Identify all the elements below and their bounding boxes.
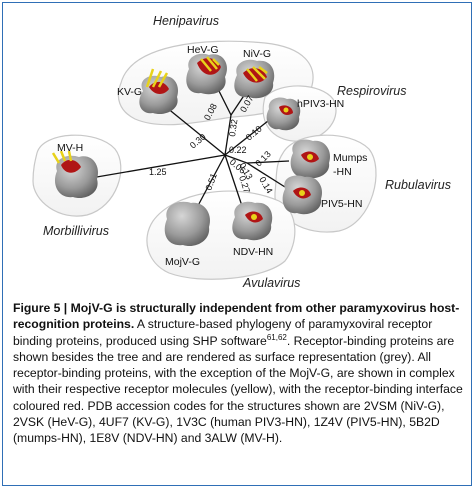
label-mojv-g: MojV-G (165, 256, 200, 268)
branch-label-0-30: 0.30 (188, 132, 208, 151)
label-respirovirus: Respirovirus (337, 84, 406, 98)
figure-caption: Figure 5 | MojV-G is structurally indepe… (13, 300, 465, 447)
branch-label-0-32: 0.32 (227, 119, 239, 138)
structure-hpiv3-hn (266, 97, 301, 131)
branch-ndv-hn (224, 154, 244, 210)
branch-hev-g (216, 86, 232, 116)
label-henipavirus: Henipavirus (153, 14, 219, 28)
branch-kv-g (160, 102, 226, 156)
label-mumps-hn-line1: Mumps (333, 152, 367, 164)
branch-piv5-hn (246, 162, 286, 188)
structure-mumps-hn (290, 139, 331, 179)
branch-mv-h (84, 154, 226, 180)
branch-heniv-stem (224, 114, 232, 156)
label-niv-g: NiV-G (243, 48, 271, 60)
label-mv-h: MV-H (57, 142, 83, 154)
label-mumps-hn-line2: -HN (333, 166, 352, 178)
label-rubulavirus: Rubulavirus (385, 178, 451, 192)
label-morbillivirus: Morbillivirus (43, 224, 109, 238)
caption-text-part2: . Receptor-binding proteins are shown be… (13, 333, 463, 446)
structure-mv-h (51, 150, 99, 199)
branch-hpiv3-hn (224, 116, 274, 156)
structure-hev-g (186, 53, 228, 95)
branch-label-0-13a: 0.13 (253, 149, 272, 168)
structure-piv5-hn (282, 175, 323, 215)
label-piv5-hn: PIV5-HN (321, 198, 362, 210)
caption-figure-title: MojV-G is structurally independent from … (13, 301, 460, 332)
structure-ndv-hn (232, 201, 273, 241)
structure-kv-g (139, 68, 179, 115)
branch-mumps-hn (246, 160, 290, 164)
structure-mojv-g (164, 201, 211, 247)
branch-label-1-25: 1.25 (149, 167, 167, 177)
branch-label-0-51: 0.51 (203, 172, 218, 192)
caption-text-part1: A structure-based phylogeny of paramyxov… (13, 317, 433, 348)
caption-reference: 61,62 (266, 332, 287, 342)
branch-label-0-22: 0.22 (229, 145, 247, 155)
label-ndv-hn: NDV-HN (233, 246, 273, 258)
structure-niv-g (234, 59, 275, 99)
caption-figure-number: Figure 5 | (13, 301, 68, 315)
label-hpiv3-hn: hPIV3-HN (297, 98, 344, 110)
branch-rubula-stem (224, 154, 248, 164)
phylogeny-diagram: Henipavirus Respirovirus Rubulavirus Mor… (32, 14, 451, 290)
branch-label-0-14: 0.14 (257, 175, 274, 195)
label-hev-g: HeV-G (187, 44, 219, 56)
label-kv-g: KV-G (117, 86, 142, 98)
label-avulavirus: Avulavirus (242, 276, 300, 290)
